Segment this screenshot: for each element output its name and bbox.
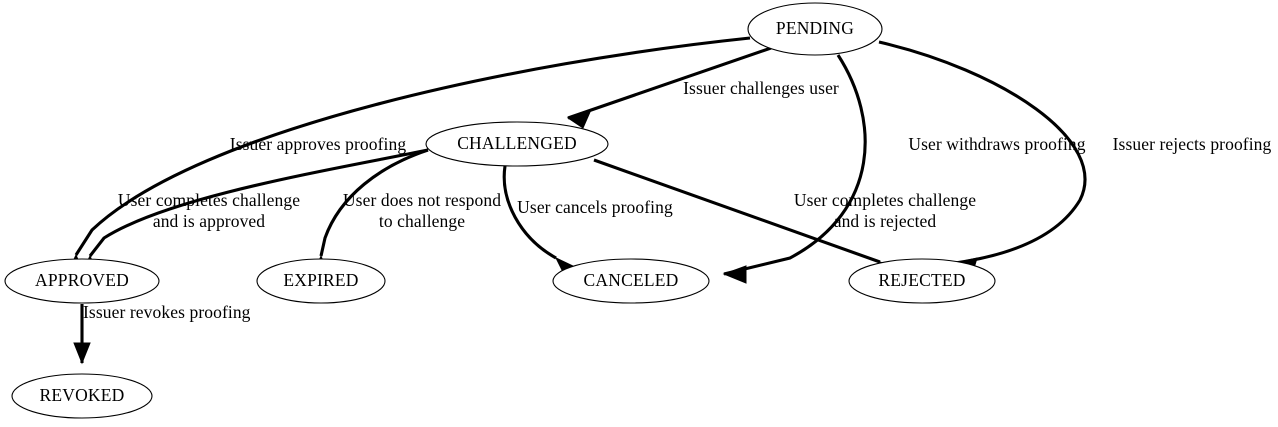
edge-label-line: Issuer approves proofing [230, 134, 407, 154]
state-node-label-challenged: CHALLENGED [457, 133, 577, 153]
edge-label-line: User does not respond [343, 190, 501, 210]
state-node-shape-revoked [11, 373, 153, 419]
edge-path-pending-challenged [567, 46, 772, 120]
edge-path-pending-canceled [723, 54, 867, 276]
state-node-canceled[interactable]: CANCELED [552, 258, 710, 304]
state-node-shape-canceled [552, 258, 710, 304]
edge-label-line: User completes challenge [794, 190, 976, 210]
edge-label-line: Issuer rejects proofing [1113, 134, 1272, 154]
edge-pending-canceled [722, 54, 867, 284]
edge-label-pending-challenged: Issuer challenges user [683, 78, 839, 98]
edge-challenged-canceled [502, 165, 579, 277]
state-node-shape-pending [747, 2, 883, 56]
edge-label-line: User withdraws proofing [908, 134, 1085, 154]
edge-label-line: to challenge [379, 211, 465, 231]
edge-approved-revoked [73, 304, 91, 365]
nodes-layer: PENDING CHALLENGED APPROVED EXPIRED CANCELED… [4, 2, 996, 419]
state-node-shape-approved [4, 258, 160, 304]
edge-label-line: User completes challenge [118, 190, 300, 210]
arrow-head-icon [566, 111, 591, 129]
arrow-head-icon [73, 342, 91, 365]
edge-label-approved-revoked: Issuer revokes proofing [83, 302, 251, 322]
state-node-pending[interactable]: PENDING [747, 2, 883, 56]
state-node-shape-expired [256, 258, 386, 304]
edge-pending-challenged [566, 46, 772, 129]
state-node-approved[interactable]: APPROVED [4, 258, 160, 304]
edge-label-pending-approved: Issuer approves proofing [230, 134, 407, 154]
edge-label-challenged-canceled: User cancels proofing [517, 197, 673, 217]
state-node-label-rejected: REJECTED [878, 270, 965, 290]
edge-label-line: and is approved [153, 211, 265, 231]
edge-path-pending-rejected [878, 40, 1087, 265]
state-node-shape-rejected [848, 258, 996, 304]
arrow-head-icon [722, 265, 747, 284]
state-node-revoked[interactable]: REVOKED [11, 373, 153, 419]
state-node-label-approved: APPROVED [35, 270, 129, 290]
state-node-label-pending: PENDING [776, 18, 854, 38]
state-node-rejected[interactable]: REJECTED [848, 258, 996, 304]
edge-label-line: User cancels proofing [517, 197, 673, 217]
edge-path-pending-approved [74, 36, 751, 256]
edge-path-challenged-rejected [593, 158, 881, 264]
state-node-label-canceled: CANCELED [584, 270, 679, 290]
state-node-shape-challenged [425, 121, 609, 167]
state-node-label-expired: EXPIRED [283, 270, 358, 290]
edge-path-challenged-canceled [502, 165, 557, 260]
edge-label-pending-rejected: Issuer rejects proofing [1113, 134, 1272, 154]
state-node-expired[interactable]: EXPIRED [256, 258, 386, 304]
edge-path-challenged-expired [319, 148, 429, 257]
edge-label-line: Issuer challenges user [683, 78, 839, 98]
edge-pending-rejected [878, 40, 1087, 276]
state-node-label-revoked: REVOKED [39, 385, 124, 405]
edge-path-challenged-approved [88, 148, 429, 257]
state-node-challenged[interactable]: CHALLENGED [425, 121, 609, 167]
edge-label-line: Issuer revokes proofing [83, 302, 251, 322]
edge-label-pending-canceled: User withdraws proofing [908, 134, 1085, 154]
edge-label-line: and is rejected [834, 211, 937, 231]
